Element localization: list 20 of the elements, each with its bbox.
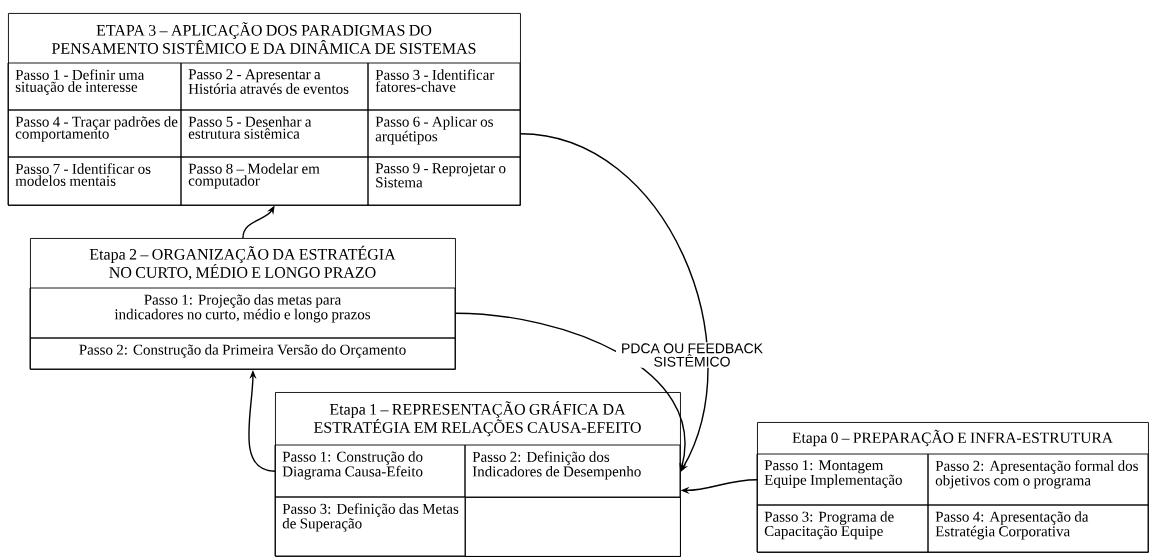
step-cell: Passo 8 – Modelar em computador bbox=[180, 156, 369, 206]
step-cell: Passo 1 - Definir uma situação de interesse bbox=[7, 62, 182, 111]
step-cell: Passo 4: Apresentação da Estratégia Corporativa bbox=[927, 504, 1149, 553]
step-cell: Passo 2 - Apresentar a História através de eventos bbox=[180, 62, 369, 111]
step-cell: Passo 1: Construção do Diagrama Causa-Efeito bbox=[274, 444, 466, 498]
step-cell: Passo 2: Definição dos Indicadores de Desempenho bbox=[464, 444, 681, 498]
step-cell: Passo 5 - Desenhar a estrutura sistêmica bbox=[180, 109, 369, 158]
step-cell: Passo 1: Montagem Equipe Implementação bbox=[756, 453, 929, 506]
step-cell: Passo 3: Programa de Capacitação Equipe bbox=[756, 504, 929, 553]
step-cell: Passo 7 - Identificar os modelos mentais bbox=[7, 156, 182, 206]
edge-label: PDCA OU FEEDBACK SISTÊMICO bbox=[616, 342, 768, 368]
step-cell: Passo 4 - Traçar padrões de comportamento bbox=[7, 109, 182, 158]
step-cell: Passo 1: Projeção das metas para indicadores no curto, médio e longo prazos bbox=[29, 287, 456, 339]
step-cell: Passo 9 - Reprojetar o Sistema bbox=[367, 156, 521, 206]
step-cell: Passo 2: Construção da Primeira Versão do Orçamento bbox=[29, 337, 456, 370]
step-cell: Passo 6 - Aplicar os arquétipos bbox=[367, 109, 521, 158]
empty-cell bbox=[465, 497, 681, 557]
step-cell: Passo 3 - Identificar fatores-chave bbox=[367, 62, 521, 111]
step-cell: Passo 2: Apresentação formal dos objetivos com o programa bbox=[927, 453, 1149, 506]
step-cell: Passo 3: Definição das Metas de Superação bbox=[274, 496, 466, 557]
